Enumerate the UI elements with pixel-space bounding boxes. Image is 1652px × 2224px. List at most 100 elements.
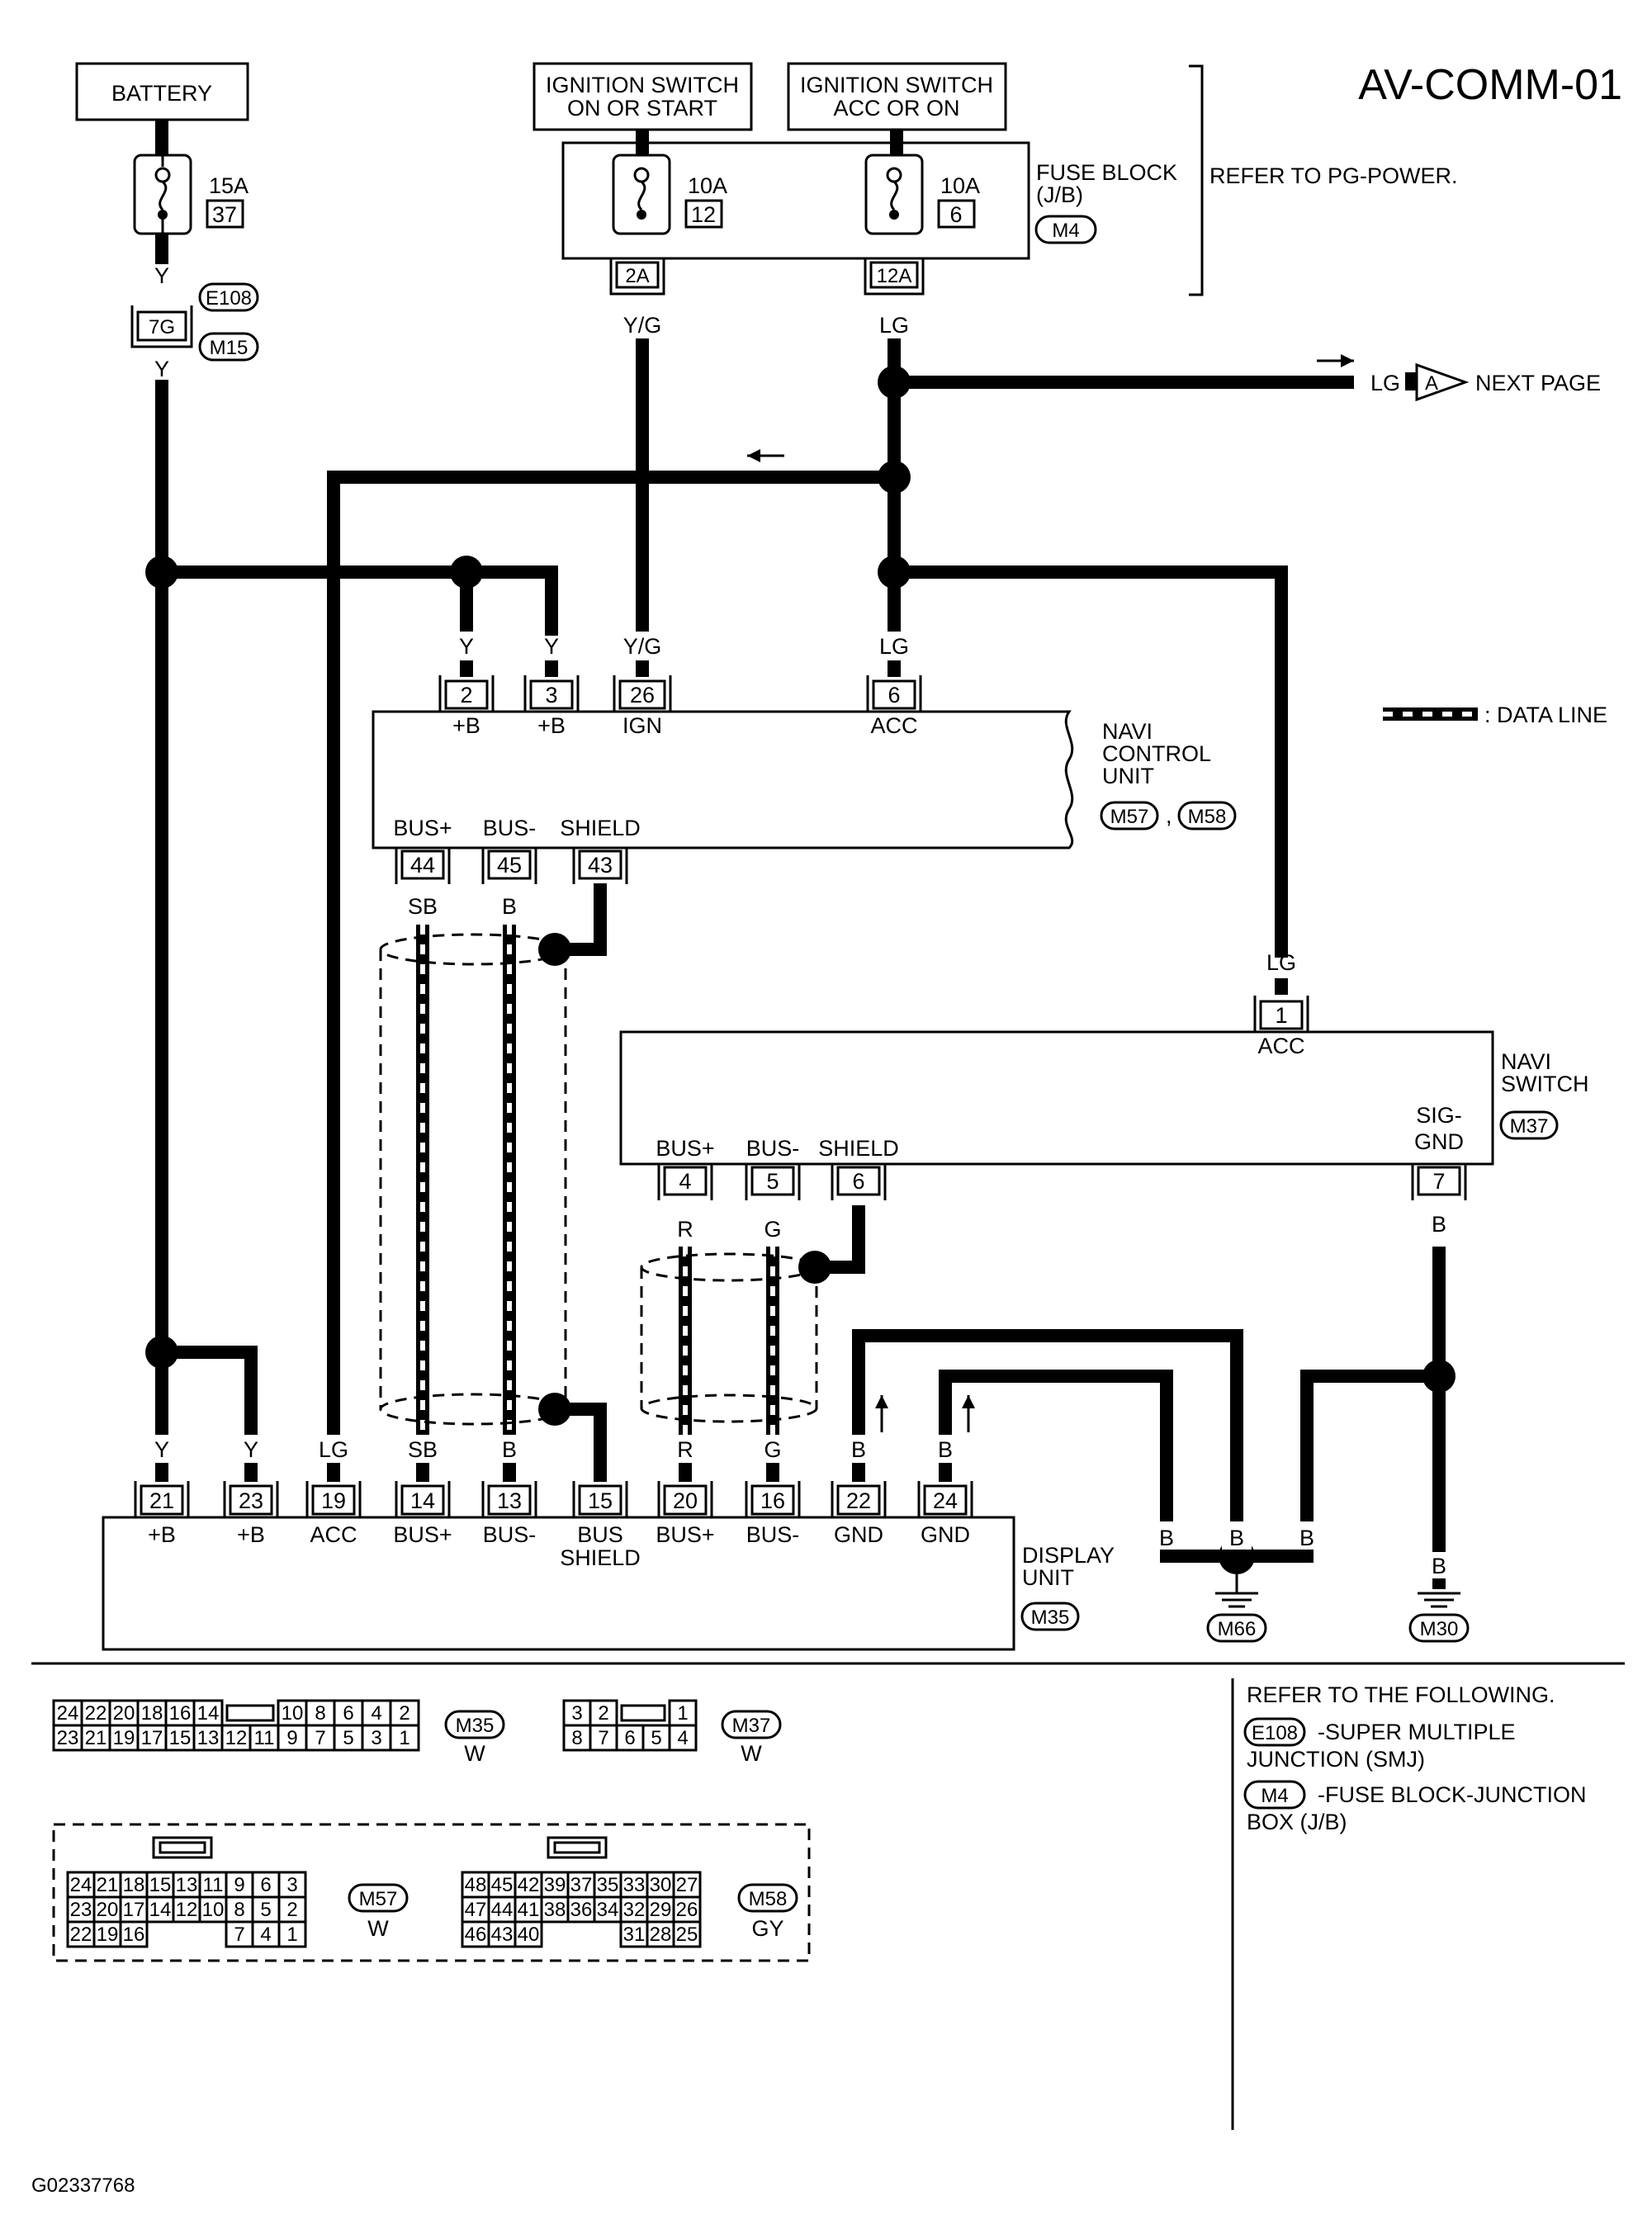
svg-text:18: 18 xyxy=(123,1874,145,1896)
svg-text:FUSE BLOCK: FUSE BLOCK xyxy=(1036,160,1177,185)
svg-text:B: B xyxy=(502,1437,517,1462)
svg-text:3: 3 xyxy=(371,1727,381,1749)
svg-text:18: 18 xyxy=(141,1702,163,1725)
svg-text:47: 47 xyxy=(465,1899,487,1921)
svg-text:6: 6 xyxy=(624,1727,635,1749)
junction-y-mid xyxy=(450,556,483,589)
svg-text:1: 1 xyxy=(677,1702,688,1725)
svg-text:BUS-: BUS- xyxy=(746,1136,800,1161)
svg-text:SB: SB xyxy=(408,894,438,919)
refer-pg-power: REFER TO PG-POWER. xyxy=(1209,163,1458,188)
switch-pin-1: 1 ACC xyxy=(1253,996,1309,1058)
navi-control-unit: NAVI CONTROL UNIT M57 , M58 xyxy=(372,710,1237,849)
svg-text:34: 34 xyxy=(597,1899,619,1921)
svg-text:G: G xyxy=(764,1437,781,1462)
svg-text:B: B xyxy=(851,1437,866,1462)
svg-text:LG: LG xyxy=(1266,950,1296,975)
svg-text:22: 22 xyxy=(70,1924,92,1946)
switch-pin-7: SIG- GND 7 xyxy=(1411,1103,1467,1200)
svg-text:IGN: IGN xyxy=(622,713,662,738)
svg-text:44: 44 xyxy=(491,1899,514,1921)
svg-text:8: 8 xyxy=(571,1727,582,1749)
bracket: REFER TO PG-POWER. xyxy=(1189,64,1458,296)
junction-y-left xyxy=(145,556,178,589)
svg-text:ACC: ACC xyxy=(870,713,917,738)
svg-text:B: B xyxy=(938,1437,953,1462)
svg-text:22: 22 xyxy=(85,1702,107,1725)
navi-pin-43: SHIELD 43 xyxy=(560,816,641,884)
svg-text:E108: E108 xyxy=(206,287,252,310)
ign-on-start-source: IGNITION SWITCH ON OR START xyxy=(533,62,753,131)
svg-text:3: 3 xyxy=(571,1702,582,1725)
svg-text:Y: Y xyxy=(154,357,169,381)
svg-text:13: 13 xyxy=(197,1727,220,1749)
svg-text:46: 46 xyxy=(465,1924,487,1946)
separator-line xyxy=(31,1662,1625,2130)
wire-lg-display-acc xyxy=(327,471,894,1478)
svg-text:22: 22 xyxy=(846,1488,871,1513)
svg-text:CONTROL: CONTROL xyxy=(1102,741,1211,766)
svg-text:36: 36 xyxy=(570,1899,593,1921)
svg-text:7: 7 xyxy=(598,1727,608,1749)
svg-text:(J/B): (J/B) xyxy=(1036,182,1083,207)
wire-y-display xyxy=(162,1346,258,1453)
svg-text:+B: +B xyxy=(537,713,566,738)
svg-text:15: 15 xyxy=(169,1727,192,1749)
svg-text:40: 40 xyxy=(518,1924,540,1946)
svg-text:BUS-: BUS- xyxy=(483,1522,537,1547)
display-pins: Y21+BY23+BLG19ACCSB14BUS+B13BUS-15BUSSHI… xyxy=(134,1435,973,1570)
svg-text:43: 43 xyxy=(491,1924,514,1946)
svg-text:8: 8 xyxy=(234,1899,244,1921)
svg-text:23: 23 xyxy=(70,1899,92,1921)
svg-text:+B: +B xyxy=(148,1522,176,1547)
navi-pin-2: Y 2 +B xyxy=(438,634,495,738)
svg-text:BATTERY: BATTERY xyxy=(111,81,212,106)
svg-text:35: 35 xyxy=(597,1874,619,1896)
terminal-12a: 12A xyxy=(864,258,925,296)
svg-text:14: 14 xyxy=(149,1899,172,1921)
svg-text:SB: SB xyxy=(408,1437,438,1462)
svg-text:32: 32 xyxy=(623,1899,646,1921)
ground-m30: M30 xyxy=(1408,1578,1470,1643)
svg-text:24: 24 xyxy=(70,1874,92,1896)
svg-text:41: 41 xyxy=(518,1899,540,1921)
svg-text:10A: 10A xyxy=(688,173,727,198)
svg-text:45: 45 xyxy=(497,853,522,878)
connector-7g: 7G E108 M15 xyxy=(130,282,259,362)
svg-text:M58: M58 xyxy=(749,1888,788,1910)
svg-text:6: 6 xyxy=(949,202,962,227)
svg-text:M30: M30 xyxy=(1420,1618,1459,1640)
svg-text:26: 26 xyxy=(676,1899,698,1921)
svg-text:Y: Y xyxy=(154,263,169,288)
navi-pin-3: Y 3 +B xyxy=(523,634,580,738)
svg-text:Y/G: Y/G xyxy=(623,634,662,659)
svg-text:LG: LG xyxy=(879,634,909,659)
svg-text:21: 21 xyxy=(97,1874,119,1896)
svg-text:23: 23 xyxy=(57,1727,79,1749)
svg-text:16: 16 xyxy=(123,1924,145,1946)
diagram-title: AV-COMM-01 xyxy=(1358,61,1622,109)
svg-text:21: 21 xyxy=(149,1488,174,1513)
svg-text:M37: M37 xyxy=(732,1715,771,1737)
svg-text:48: 48 xyxy=(465,1874,487,1896)
svg-text:5: 5 xyxy=(766,1169,779,1194)
svg-text:17: 17 xyxy=(123,1899,145,1921)
svg-text:3: 3 xyxy=(545,683,557,707)
svg-text:10A: 10A xyxy=(940,173,980,198)
display-pin-23: Y23+B xyxy=(223,1435,279,1547)
svg-text:6: 6 xyxy=(888,683,900,707)
svg-text:21: 21 xyxy=(85,1727,107,1749)
switch-pin-6: SHIELD 6 xyxy=(818,1136,899,1200)
svg-text:20: 20 xyxy=(673,1488,698,1513)
ground-m66: M66 xyxy=(1206,1573,1267,1643)
svg-text:R: R xyxy=(677,1437,693,1462)
svg-text:M57: M57 xyxy=(1110,806,1149,828)
figure-id: G02337768 xyxy=(31,2174,135,2197)
